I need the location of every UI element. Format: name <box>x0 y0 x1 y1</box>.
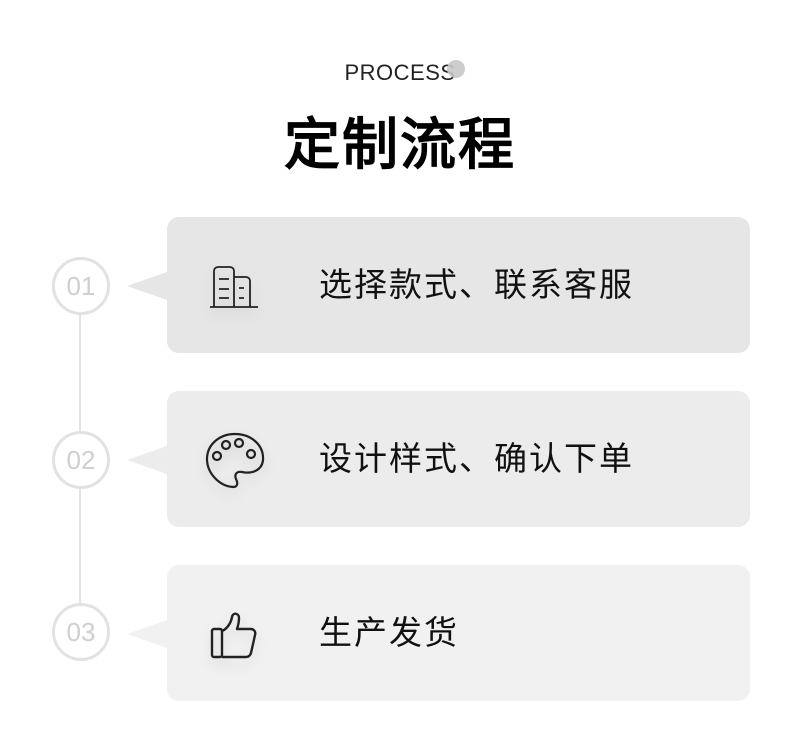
step-card-3: 生产发货 <box>127 565 750 701</box>
step-card-2: 设计样式、确认下单 <box>127 391 750 527</box>
step-number-1: 01 <box>52 257 110 315</box>
step-label-1: 选择款式、联系客服 <box>319 265 634 304</box>
section-subtitle: PROCESS <box>344 60 456 85</box>
step-number-3: 03 <box>52 603 110 661</box>
step-label-2: 设计样式、确认下单 <box>319 439 634 478</box>
step-number-2: 02 <box>52 431 110 489</box>
decorative-dot <box>447 60 465 78</box>
step-label-3: 生产发货 <box>319 613 459 652</box>
pointer-arrow <box>127 446 167 474</box>
thumbs-up-icon <box>203 603 267 667</box>
step-card-1: 选择款式、联系客服 <box>127 217 750 353</box>
building-icon <box>203 255 267 319</box>
page-title: 定制流程 <box>284 113 516 178</box>
pointer-arrow <box>127 620 167 648</box>
palette-icon <box>203 429 267 493</box>
pointer-arrow <box>127 272 167 300</box>
